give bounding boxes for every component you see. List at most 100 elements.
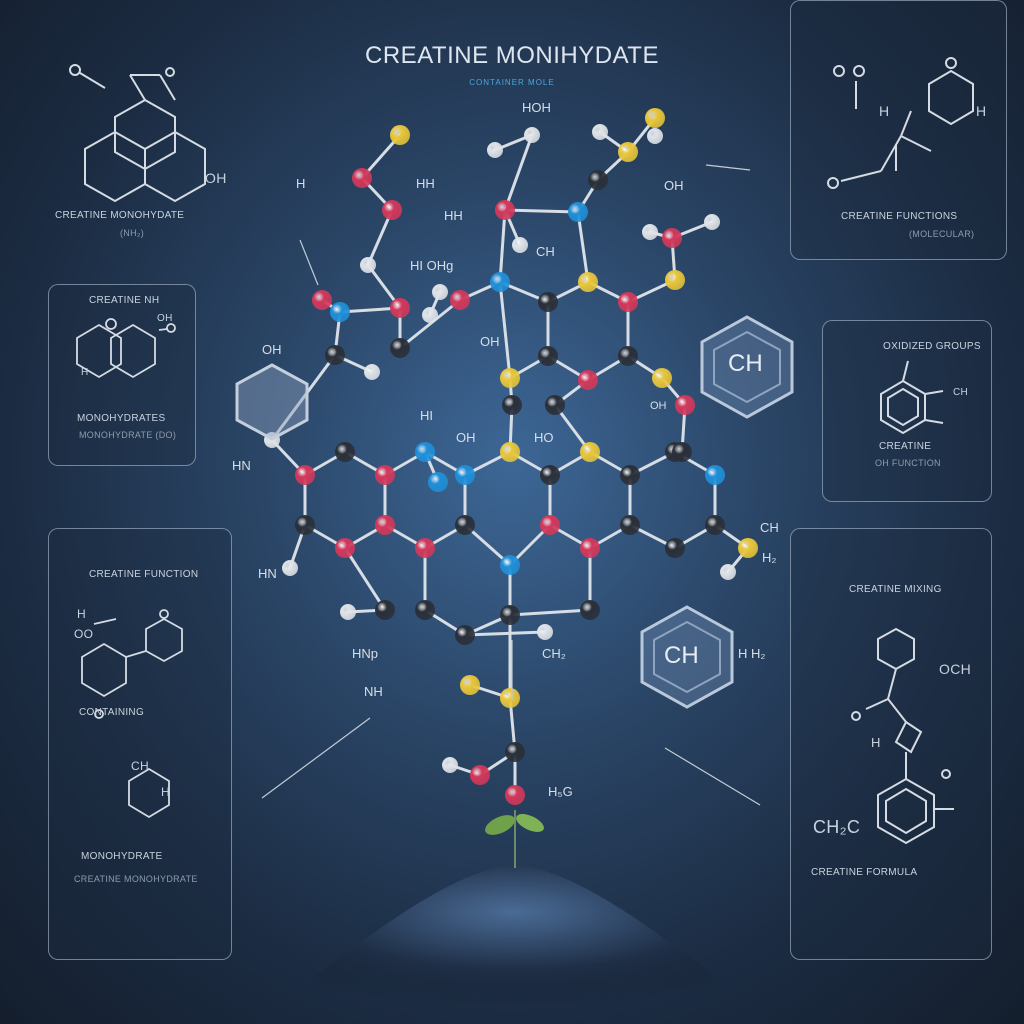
atom-h1 bbox=[652, 368, 672, 388]
mid-left-label-h: H bbox=[81, 367, 89, 378]
atom-e6 bbox=[524, 127, 540, 143]
mid-right-title: OXIDIZED GROUPS bbox=[883, 341, 981, 352]
atom-b7 bbox=[415, 442, 435, 462]
label-hh-b: HH bbox=[444, 208, 463, 223]
atom-j3 bbox=[545, 395, 565, 415]
atom-f2 bbox=[642, 224, 658, 240]
bond-75 bbox=[270, 353, 337, 442]
powder-mound bbox=[250, 864, 780, 1024]
bond-44 bbox=[463, 630, 547, 637]
label-nh: NH bbox=[364, 684, 383, 699]
label-hnp: HNp bbox=[352, 646, 379, 661]
arrow-1 bbox=[261, 717, 371, 799]
lower-right-structure-sketch bbox=[851, 627, 954, 845]
mid-right-caption: CREATINE bbox=[879, 441, 932, 452]
atom-b12 bbox=[540, 465, 560, 485]
top-right-label-h: H bbox=[879, 103, 890, 119]
atom-c2 bbox=[500, 688, 520, 708]
lower-left-label-h2: H bbox=[161, 785, 170, 799]
atom-a2 bbox=[450, 290, 470, 310]
atom-b26 bbox=[500, 605, 520, 625]
top-right-structure-sketch bbox=[827, 57, 974, 189]
label-h2-right: H₂ bbox=[762, 550, 777, 565]
atom-b2 bbox=[335, 442, 355, 462]
atom-b16 bbox=[620, 465, 640, 485]
atom-h3 bbox=[672, 442, 692, 462]
label-hh2: H H₂ bbox=[738, 646, 766, 661]
bond-37 bbox=[343, 546, 387, 612]
atom-a1 bbox=[390, 338, 410, 358]
panel-mid-left: CREATINE NH OH H MONOHYDRATES MONOHYDRAT… bbox=[48, 284, 196, 466]
atom-e5 bbox=[592, 124, 608, 140]
atom-c6 bbox=[442, 757, 458, 773]
atom-f1 bbox=[662, 228, 682, 248]
label-oh-left: OH bbox=[262, 342, 282, 357]
top-left-structure-sketch bbox=[69, 64, 206, 203]
atom-e8 bbox=[512, 237, 528, 253]
atom-i2 bbox=[720, 564, 736, 580]
atom-c4 bbox=[470, 765, 490, 785]
hexagon-badge-top bbox=[700, 315, 794, 419]
atom-b15 bbox=[580, 442, 600, 462]
mid-left-caption-2: MONOHYDRATE (DO) bbox=[79, 430, 177, 440]
atom-e4 bbox=[618, 142, 638, 162]
atom-a10 bbox=[500, 368, 520, 388]
lower-left-structure-sketch bbox=[81, 609, 183, 719]
atom-d9 bbox=[422, 307, 438, 323]
atom-b22 bbox=[665, 538, 685, 558]
atom-b28 bbox=[537, 624, 553, 640]
atom-h2 bbox=[675, 395, 695, 415]
atom-a4 bbox=[538, 292, 558, 312]
panel-top-left: OH CREATINE MONOHYDATE (NH₂) bbox=[30, 20, 235, 250]
panel-lower-right: CREATINE MIXING OCH CH₂C H CREATINE FORM… bbox=[790, 528, 992, 960]
atom-j1 bbox=[502, 395, 522, 415]
hexagon-badge-bottom bbox=[640, 605, 734, 709]
atom-j2 bbox=[428, 472, 448, 492]
atom-e9 bbox=[645, 108, 665, 128]
atom-b5 bbox=[335, 538, 355, 558]
top-left-caption: CREATINE MONOHYDATE bbox=[55, 210, 185, 221]
sprout bbox=[485, 810, 544, 868]
bond-52 bbox=[338, 306, 402, 314]
label-oh-lower: OH bbox=[650, 400, 667, 412]
bond-68 bbox=[498, 208, 507, 284]
label-h-left: H bbox=[296, 176, 306, 191]
atom-a5 bbox=[578, 272, 598, 292]
atom-c5 bbox=[505, 785, 525, 805]
hexagon-badge-top-label: CH bbox=[728, 350, 763, 377]
top-right-caption: CREATINE FUNCTIONS bbox=[841, 211, 958, 222]
label-hn-bottom: HN bbox=[258, 566, 277, 581]
label-oh-mid: OH bbox=[480, 334, 500, 349]
atom-d6 bbox=[352, 168, 372, 188]
atom-b17 bbox=[620, 515, 640, 535]
atom-i4 bbox=[282, 560, 298, 576]
lower-left-label-ch: CH bbox=[131, 759, 149, 773]
label-oh-right: OH bbox=[664, 178, 684, 193]
lower-left-ring-sketch bbox=[128, 767, 170, 819]
atom-b24 bbox=[415, 600, 435, 620]
atom-b21 bbox=[705, 515, 725, 535]
hexagon-badge-bottom-label: CH bbox=[664, 642, 699, 669]
atom-a6 bbox=[618, 292, 638, 312]
atom-b18 bbox=[580, 538, 600, 558]
arrow-4 bbox=[705, 164, 751, 171]
lower-left-label-oo: OO bbox=[74, 627, 94, 641]
top-right-caption-2: (MOLECULAR) bbox=[909, 229, 975, 239]
atom-d3 bbox=[390, 298, 410, 318]
atom-d8 bbox=[432, 284, 448, 300]
atom-e1 bbox=[495, 200, 515, 220]
lower-left-caption: CONTAINING bbox=[79, 707, 145, 718]
atom-i1 bbox=[738, 538, 758, 558]
atom-d2 bbox=[312, 290, 332, 310]
bond-41 bbox=[508, 608, 592, 617]
bond-10 bbox=[498, 280, 512, 380]
atom-a7 bbox=[618, 346, 638, 366]
label-hh-a: HH bbox=[416, 176, 435, 191]
atom-e7 bbox=[487, 142, 503, 158]
atom-c1 bbox=[460, 675, 480, 695]
lower-right-caption: CREATINE FORMULA bbox=[811, 867, 918, 878]
arrow-2 bbox=[664, 747, 761, 806]
atom-b13 bbox=[540, 515, 560, 535]
lower-left-caption-3: CREATINE MONOHYDRATE bbox=[74, 874, 198, 884]
atom-f3 bbox=[704, 214, 720, 230]
